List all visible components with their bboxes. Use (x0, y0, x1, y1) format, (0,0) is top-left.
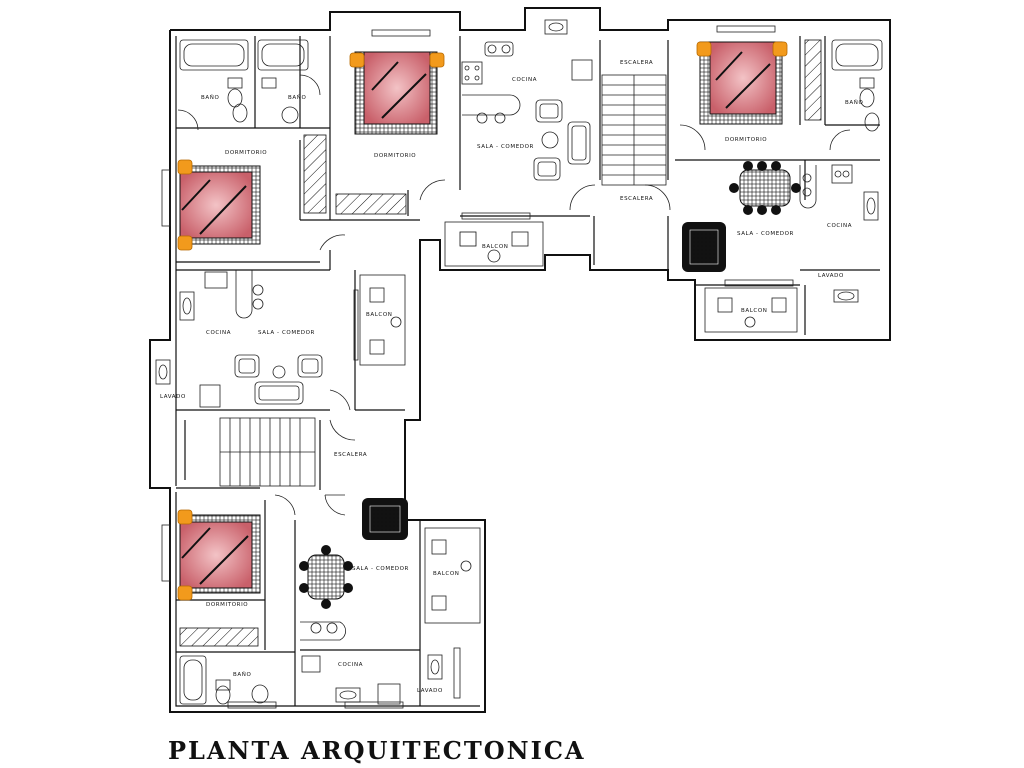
toilets (155, 19, 880, 705)
label-dormitorio-4: DORMITORIO (206, 602, 248, 608)
label-balcon-4: BALCON (741, 308, 767, 314)
label-lavado-3: LAVADO (417, 688, 443, 694)
label-escalera-2: ESCALERA (620, 196, 653, 202)
label-cocina-3: COCINA (827, 223, 852, 229)
door-swings (177, 74, 851, 516)
label-balcon-1: BALCON (482, 244, 508, 250)
kitchen-counters (235, 61, 817, 641)
label-lavado-2: LAVADO (818, 273, 844, 279)
exterior-walls (149, 7, 891, 713)
label-balcon-3: BALCON (433, 571, 459, 577)
label-cocina-4: COCINA (338, 662, 363, 668)
label-dormitorio-2: DORMITORIO (225, 150, 267, 156)
balcony-furniture (359, 221, 798, 624)
label-sala-comedor-3: SALA - COMEDOR (737, 231, 794, 237)
stairs (219, 74, 667, 487)
dining-tables (299, 161, 801, 609)
label-sala-comedor-4: SALA - COMEDOR (352, 566, 409, 572)
label-lavado-1: LAVADO (160, 394, 186, 400)
label-bano-2: BAÑO (288, 94, 306, 101)
label-bano-3: BAÑO (845, 99, 863, 106)
label-dormitorio-1: DORMITORIO (374, 153, 416, 159)
beds (177, 41, 788, 601)
plan-title: PLANTA ARQUITECTONICA (168, 736, 586, 765)
closets (179, 39, 822, 647)
interior-walls (176, 36, 880, 706)
living-furniture (234, 99, 591, 405)
bathtubs (179, 39, 883, 705)
label-bano-1: BAÑO (201, 94, 219, 101)
label-cocina-2: COCINA (206, 330, 231, 336)
label-bano-4: BAÑO (233, 671, 251, 678)
label-sala-comedor-1: SALA - COMEDOR (477, 144, 534, 150)
windows (161, 25, 794, 709)
label-escalera-3: ESCALERA (334, 452, 367, 458)
label-dormitorio-3: DORMITORIO (725, 137, 767, 143)
label-sala-comedor-2: SALA - COMEDOR (258, 330, 315, 336)
label-cocina-1: COCINA (512, 77, 537, 83)
label-escalera-1: ESCALERA (620, 60, 653, 66)
room-labels: BAÑO BAÑO BAÑO BAÑO DORMITORIO DORMITORI… (160, 60, 863, 694)
label-balcon-2: BALCON (366, 312, 392, 318)
